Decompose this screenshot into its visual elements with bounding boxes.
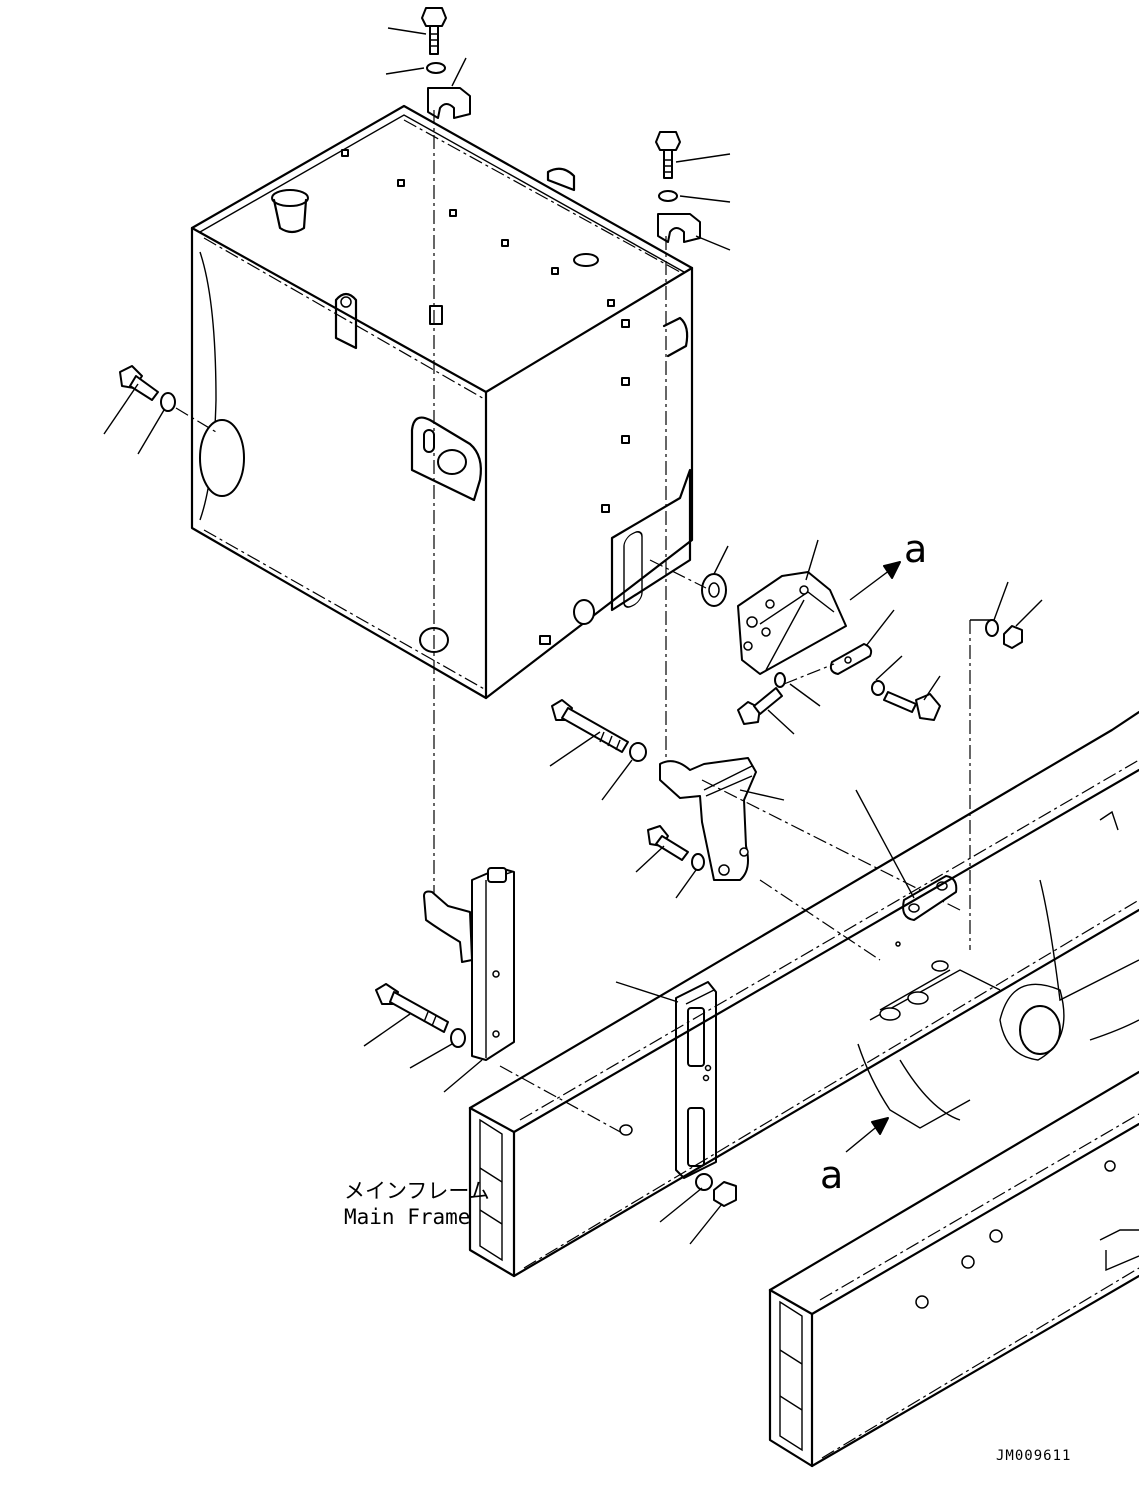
main-frame (468, 710, 1139, 1468)
right-nut-washer (969, 581, 1043, 950)
top-right-fastener-stack (655, 131, 731, 770)
middle-bracket-assembly (549, 699, 961, 961)
main-frame-label-en: Main Frame (344, 1205, 470, 1229)
fuel-tank (190, 104, 694, 700)
rear-bracket-assembly (649, 539, 941, 735)
view-callout-a-bottom: a (820, 1153, 843, 1197)
spacer-block (855, 789, 958, 947)
drawing-code: JM009611 (996, 1448, 1071, 1464)
main-frame-label-ja: メインフレーム (344, 1179, 490, 1203)
lower-left-bracket-assembly (363, 867, 625, 1135)
view-callout-a-top: a (904, 527, 927, 571)
top-left-fastener-stack (385, 7, 471, 895)
frame-mount-plate (615, 981, 737, 1245)
tank-side-bolt (103, 365, 217, 455)
